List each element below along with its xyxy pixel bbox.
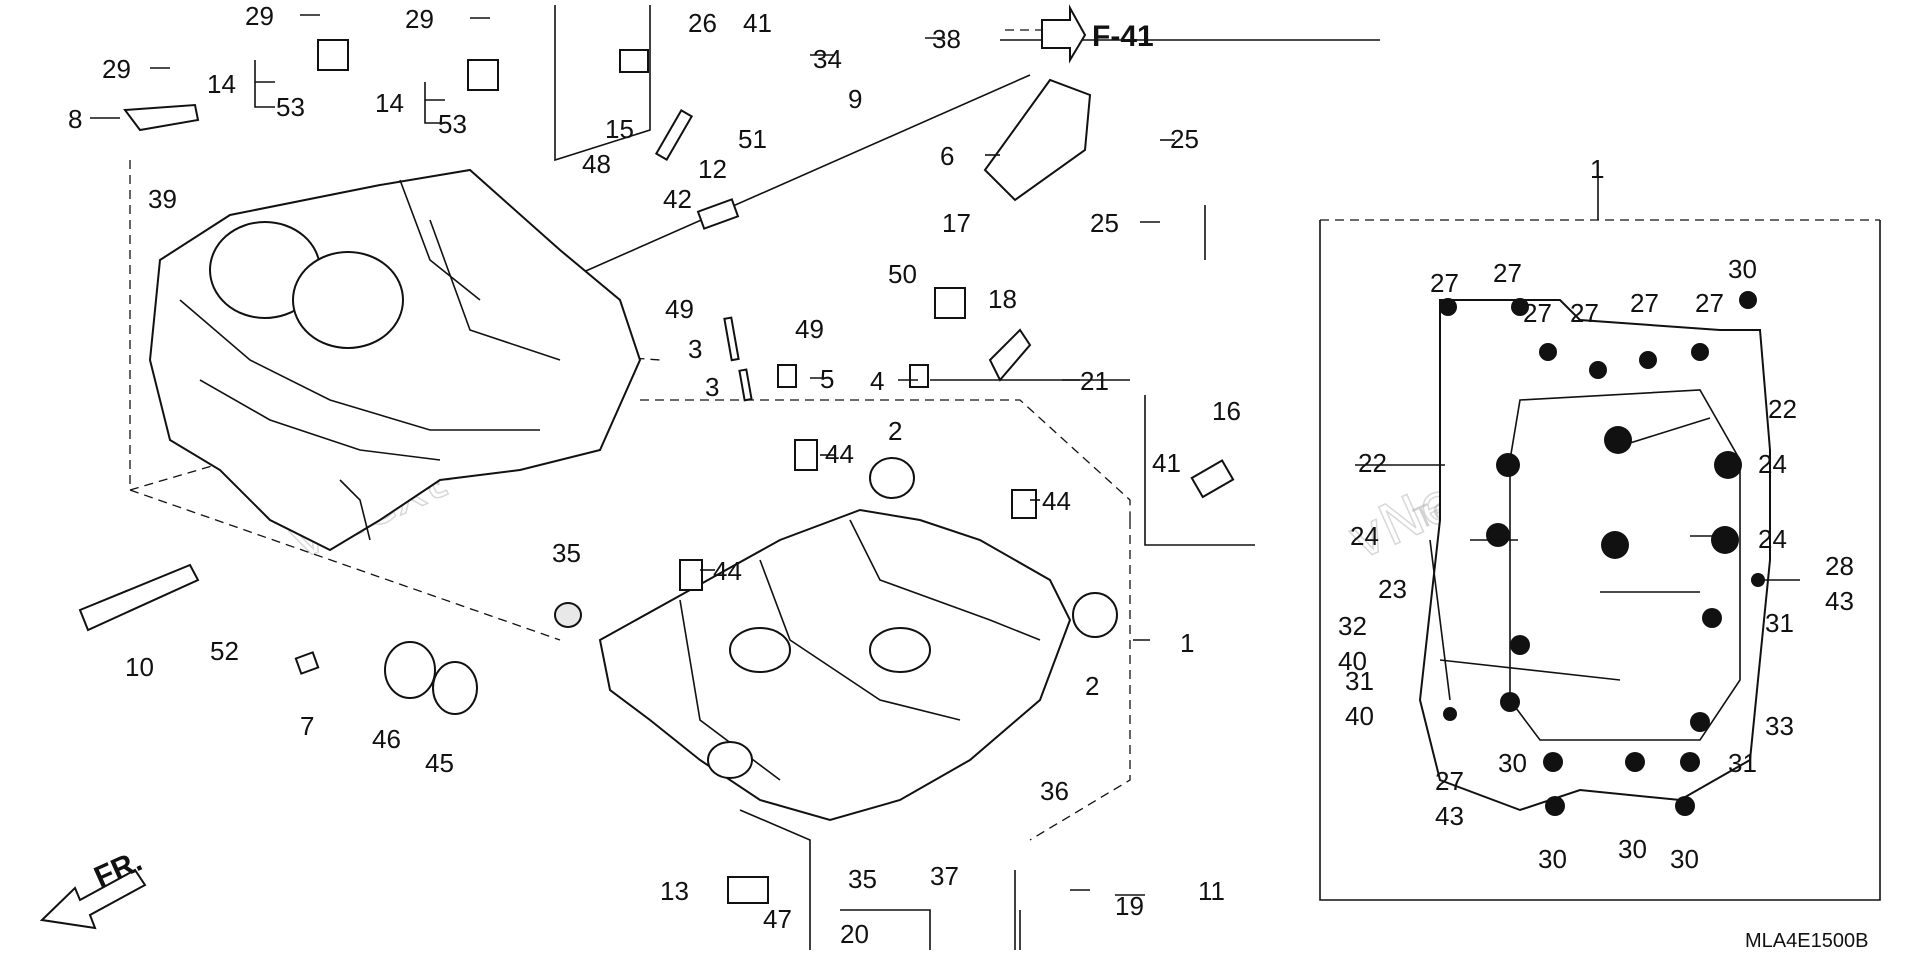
callout-2-a[interactable]: 2	[888, 416, 902, 446]
callout-53-b[interactable]: 53	[438, 109, 467, 139]
callout-38[interactable]: 38	[932, 24, 961, 54]
callout-42[interactable]: 42	[663, 184, 692, 214]
callout-27-d[interactable]: 27	[1570, 298, 1599, 328]
callout-31-b[interactable]: 31	[1345, 666, 1374, 696]
section-reference[interactable]: F-41	[1041, 4, 1154, 64]
callout-49-a[interactable]: 49	[665, 294, 694, 324]
callout-11[interactable]: 11	[1198, 876, 1225, 906]
callout-30-e[interactable]: 30	[1670, 844, 1699, 874]
callout-16[interactable]: 16	[1212, 396, 1241, 426]
callout-49-b[interactable]: 49	[795, 314, 824, 344]
callout-7[interactable]: 7	[300, 711, 314, 741]
callout-20[interactable]: 20	[840, 919, 869, 949]
callout-24-a[interactable]: 24	[1758, 449, 1787, 479]
callout-34[interactable]: 34	[813, 44, 842, 74]
callout-19[interactable]: 19	[1115, 891, 1144, 921]
callout-29-c[interactable]: 29	[405, 4, 434, 34]
callout-53-a[interactable]: 53	[276, 92, 305, 122]
callout-6[interactable]: 6	[940, 141, 954, 171]
callout-25-a[interactable]: 25	[1170, 124, 1199, 154]
callout-43-b[interactable]: 43	[1435, 801, 1464, 831]
callout-30-d[interactable]: 30	[1618, 834, 1647, 864]
callout-24-c[interactable]: 24	[1758, 524, 1787, 554]
upper-crankcase[interactable]	[148, 168, 642, 552]
callout-4[interactable]: 4	[870, 366, 884, 396]
callout-31-a[interactable]: 31	[1765, 608, 1794, 638]
callout-30-c[interactable]: 30	[1538, 844, 1567, 874]
callout-10[interactable]: 10	[125, 652, 154, 682]
callout-36[interactable]: 36	[1040, 776, 1069, 806]
callout-32[interactable]: 32	[1338, 611, 1367, 641]
callout-13[interactable]: 13	[660, 876, 689, 906]
callout-44-a[interactable]: 44	[825, 439, 854, 469]
bolt-markers	[1439, 291, 1765, 816]
lower-crankcase[interactable]	[598, 508, 1072, 822]
callout-37[interactable]: 37	[930, 861, 959, 891]
callout-18[interactable]: 18	[988, 284, 1017, 314]
callout-22-a[interactable]: 22	[1768, 394, 1797, 424]
section-ref-label[interactable]: F-41	[1092, 20, 1154, 53]
callout-3-b[interactable]: 3	[705, 372, 719, 402]
callout-14-a[interactable]: 14	[207, 69, 236, 99]
callout-48[interactable]: 48	[582, 149, 611, 179]
callout-17[interactable]: 17	[942, 208, 971, 238]
callout-27-a[interactable]: 27	[1430, 268, 1459, 298]
callout-50[interactable]: 50	[888, 259, 917, 289]
callout-29-a[interactable]: 29	[245, 1, 274, 31]
callout-15[interactable]: 15	[605, 114, 634, 144]
callout-33[interactable]: 33	[1765, 711, 1794, 741]
callout-40-a[interactable]: 40	[1338, 646, 1367, 676]
callout-24-b[interactable]: 24	[1350, 521, 1379, 551]
callout-27-g[interactable]: 27	[1435, 766, 1464, 796]
callout-44-b[interactable]: 44	[1042, 486, 1071, 516]
callout-39[interactable]: 39	[148, 184, 177, 214]
callout-47[interactable]: 47	[763, 904, 792, 934]
callout-30-a[interactable]: 30	[1728, 254, 1757, 284]
callout-28[interactable]: 28	[1825, 551, 1854, 581]
callout-40-b[interactable]: 40	[1345, 701, 1374, 731]
callout-27-c[interactable]: 27	[1523, 298, 1552, 328]
callout-22-b[interactable]: 22	[1358, 448, 1387, 478]
diagram-reference-code: MLA4E1500B	[1745, 930, 1868, 952]
callout-51[interactable]: 51	[738, 124, 767, 154]
callout-1-b[interactable]: 1	[1590, 154, 1604, 184]
callout-44-c[interactable]: 44	[713, 556, 742, 586]
callout-41-a[interactable]: 41	[743, 8, 772, 38]
callout-52[interactable]: 52	[210, 636, 239, 666]
small-parts	[78, 39, 1235, 904]
callout-23[interactable]: 23	[1378, 574, 1407, 604]
callout-25-b[interactable]: 25	[1090, 208, 1119, 238]
callout-45[interactable]: 45	[425, 748, 454, 778]
callout-1-a[interactable]: 1	[1180, 628, 1194, 658]
callout-26[interactable]: 26	[688, 8, 717, 38]
callout-43-a[interactable]: 43	[1825, 586, 1854, 616]
callout-21[interactable]: 21	[1080, 366, 1109, 396]
front-direction-arrow: FR.	[39, 845, 147, 930]
callout-46[interactable]: 46	[372, 724, 401, 754]
callout-31-c[interactable]: 31	[1728, 748, 1757, 778]
callout-12[interactable]: 12	[698, 154, 727, 184]
callout-41-b[interactable]: 41	[1152, 448, 1181, 478]
callout-14-b[interactable]: 14	[375, 88, 404, 118]
callout-35-b[interactable]: 35	[848, 864, 877, 894]
callout-30-b[interactable]: 30	[1498, 748, 1527, 778]
callout-5[interactable]: 5	[820, 364, 834, 394]
crankcase-bolt-layout[interactable]	[1418, 299, 1771, 812]
callout-27-e[interactable]: 27	[1630, 288, 1659, 318]
callout-27-b[interactable]: 27	[1493, 258, 1522, 288]
callout-35-a[interactable]: 35	[552, 538, 581, 568]
callout-27-f[interactable]: 27	[1695, 288, 1724, 318]
callout-2-b[interactable]: 2	[1085, 671, 1099, 701]
leader-lines	[90, 14, 1800, 896]
callout-3-a[interactable]: 3	[688, 334, 702, 364]
callout-29-b[interactable]: 29	[102, 54, 131, 84]
callout-9[interactable]: 9	[848, 84, 862, 114]
callout-labels[interactable]: 29 29 29 26 41 34 38 14 53 14 53 8 9 15 …	[68, 1, 1854, 949]
callout-8[interactable]: 8	[68, 104, 82, 134]
